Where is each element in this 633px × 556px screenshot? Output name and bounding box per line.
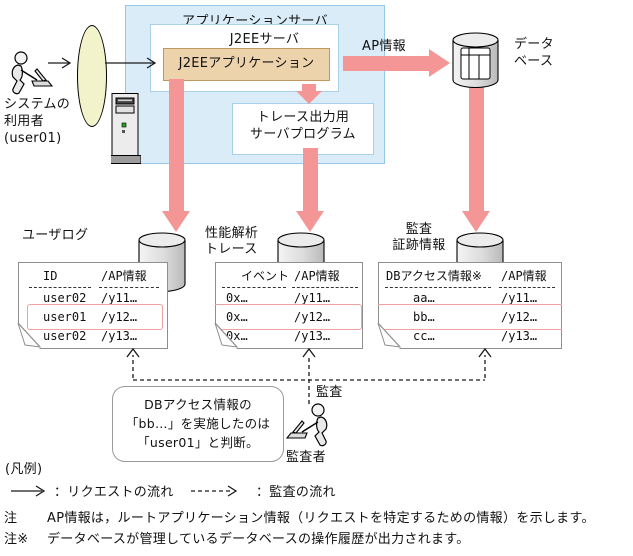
table-row: user02 /y11… [19,290,167,307]
footnote-prefix: 注 [4,511,18,526]
user-person-at-laptop-icon [8,50,56,96]
system-user-label: システムの 利用者 (user01) [4,97,71,146]
cell-event: 0x… [226,310,248,324]
flow-arrowhead-app-to-userlog [162,211,190,232]
header-separator [29,287,91,288]
request-flow-legend-label: ：リクエストの流れ [54,485,174,500]
auditor-label: 監査者 [286,450,326,465]
cell-dbaccess: cc… [413,329,435,343]
table-row: 0x… /y11… [216,290,362,307]
footnote-prefix: 注※ [4,532,29,547]
cell-apinfo: /y12… [294,310,331,324]
cell-dbaccess: bb… [413,310,435,324]
audit-judgement-note: DBアクセス情報の 「bb…」を実施したのは 「user01」と判断。 [112,386,284,462]
header-separator [99,287,159,288]
cell-apinfo: /y11… [101,291,138,305]
cell-apinfo: /y13… [501,329,538,343]
cell-id: user02 [43,329,87,343]
auditor-person-at-laptop-icon [283,402,331,448]
userlog-table: ID /AP情報 user02 /y11… user01 /y12… user0… [18,262,168,349]
database-cylinder-icon [452,32,499,88]
cell-event: 0x… [226,291,248,305]
lens-ellipse [77,25,107,127]
audit-flow-label: 監査 [316,385,343,400]
database-label: データ ベース [514,37,554,69]
audit-flow-legend-label: ：監査の流れ [256,485,336,500]
j2ee-server-title: J2EEサーバ [229,32,300,47]
table-row: aa… /y11… [379,290,561,307]
flow-arrow-database-to-audit [469,78,484,211]
cell-apinfo: /y13… [101,329,138,343]
column-header: ID [43,269,58,283]
cell-id: user01 [43,310,87,324]
cell-apinfo: /y13… [294,329,331,343]
table-row: bb… /y12… [379,309,561,326]
request-flow-arrow-to-database [343,56,429,71]
table-row: user02 /y13… [19,328,167,345]
footnote: 注※ データベースが管理しているデータベースの操作履歴が出力されます。 [4,531,633,548]
flow-arrow-server-to-traceprogram [302,84,316,92]
table-row: user01 /y12… [19,309,167,326]
flow-arrowhead-database-to-audit [462,211,490,232]
flow-arrow-traceprogram-to-trace [303,148,318,211]
audit-flow-arrowheads [126,347,492,358]
j2ee-application-box: J2EEアプリケーション [163,48,330,81]
cell-apinfo: /y11… [501,291,538,305]
flow-arrowhead-traceprogram-to-trace [296,211,324,232]
flow-arrowhead-server-to-traceprogram [296,91,322,104]
table-header: イベント /AP情報 [216,268,362,285]
flow-arrow-app-to-userlog [169,79,184,211]
highlighted-row-box [208,304,362,330]
cell-id: user02 [43,291,87,305]
footnote-text: AP情報は，ルートアプリケーション情報（リクエストを特定するための情報）を示しま… [47,511,595,526]
footnote-text: データベースが管理しているデータベースの操作履歴が出力されます。 [47,532,470,547]
column-header: /AP情報 [101,269,147,283]
column-header: /AP情報 [294,269,340,283]
column-header: DBアクセス情報※ [386,269,482,283]
header-separator [222,287,286,288]
request-flow-arrow-sample [11,485,46,497]
legend-title: (凡例) [5,462,43,477]
cell-dbaccess: aa… [413,291,435,305]
cell-event: 0x… [226,329,248,343]
header-separator [385,287,491,288]
audit-flow-arrow-sample [191,485,238,497]
footnote: 注 AP情報は，ルートアプリケーション情報（リクエストを特定するための情報）を示… [4,510,633,527]
cell-apinfo: /y11… [294,291,331,305]
highlighted-row-box [375,304,567,330]
table-row: 0x… /y12… [216,309,362,326]
userlog-label: ユーザログ [22,228,89,243]
audit-trail-label: 監査 証跡情報 [392,222,446,253]
cell-apinfo: /y12… [501,310,538,324]
audit-table: DBアクセス情報※ /AP情報 aa… /y11… bb… /y12… cc… … [378,262,562,349]
server-tower-icon [111,93,141,164]
ap-info-flow-label: AP情報 [362,39,406,54]
header-separator [292,287,358,288]
table-header: ID /AP情報 [19,268,167,285]
highlighted-row-box [27,304,163,330]
column-header: /AP情報 [501,269,547,283]
request-flow-arrowhead-to-database [429,49,450,77]
table-header: DBアクセス情報※ /AP情報 [379,268,561,285]
cell-apinfo: /y12… [101,310,138,324]
column-header: イベント [241,269,290,283]
perf-trace-label: 性能解析 トレース [205,226,259,257]
trace-table: イベント /AP情報 0x… /y11… 0x… /y12… 0x… /y13… [215,262,363,349]
header-separator [499,287,555,288]
table-row: 0x… /y13… [216,328,362,345]
table-row: cc… /y13… [379,328,561,345]
